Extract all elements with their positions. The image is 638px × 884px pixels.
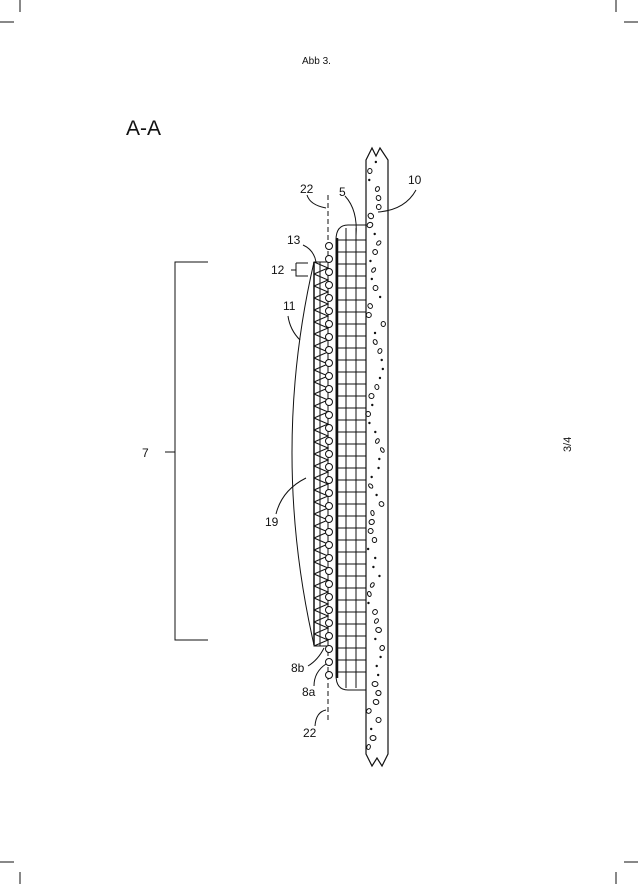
insulation-block — [335, 224, 366, 691]
label-11: 11 — [283, 299, 296, 313]
concrete-wall — [365, 146, 389, 768]
anchor-circles — [325, 242, 333, 679]
label-22-top: 22 — [300, 182, 314, 196]
label-13: 13 — [287, 233, 301, 247]
figure-title: Abb 3. — [302, 56, 331, 67]
label-19: 19 — [265, 515, 279, 529]
label-22-bottom: 22 — [303, 726, 317, 740]
section-label: A-A — [126, 117, 162, 140]
label-7: 7 — [142, 446, 149, 460]
label-8b: 8b — [291, 661, 305, 675]
leader-lines — [275, 189, 417, 727]
curved-surface-11 — [291, 261, 315, 646]
bracket-7 — [165, 261, 208, 641]
bracket-12 — [291, 262, 308, 277]
label-12: 12 — [271, 263, 285, 277]
label-8a: 8a — [302, 685, 316, 699]
label-5: 5 — [339, 185, 346, 199]
label-10: 10 — [408, 173, 422, 187]
